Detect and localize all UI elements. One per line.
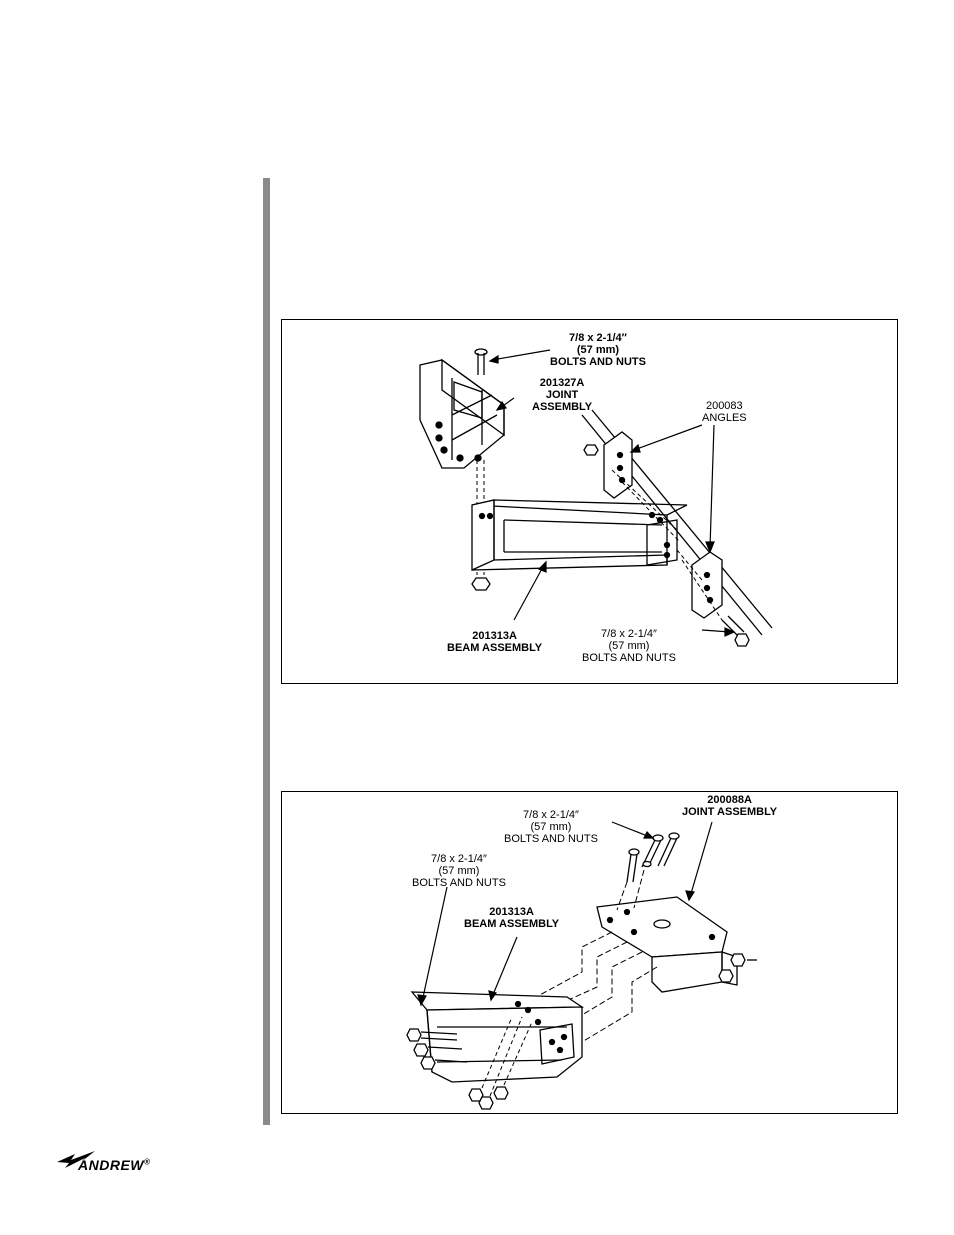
angles-label: 200083 ANGLES xyxy=(702,400,747,424)
nut-bottom-left xyxy=(472,578,490,590)
joint-assembly-drawing xyxy=(420,360,504,468)
change-bar xyxy=(263,178,270,1125)
bolts-top-drawing xyxy=(627,833,679,882)
bolts-top-label: 7/8 x 2-1/4″ (57 mm) BOLTS AND NUTS xyxy=(550,332,646,368)
bolts-left-label-2: 7/8 x 2-1/4″ (57 mm) BOLTS AND NUTS xyxy=(412,853,506,889)
bolts-bottom-label: 7/8 x 2-1/4″ (57 mm) BOLTS AND NUTS xyxy=(582,628,676,664)
andrew-logo-text: ANDREW® xyxy=(78,1157,150,1173)
beam-assembly-drawing-2 xyxy=(412,992,582,1082)
beam-assembly-label: 201313A BEAM ASSEMBLY xyxy=(447,630,542,654)
figure-joint-beam-plate: 200088A JOINT ASSEMBLY 7/8 x 2-1/4″ (57 … xyxy=(281,791,898,1114)
angle-lower xyxy=(692,552,722,618)
bolt-top xyxy=(475,349,487,375)
figure-joint-beam-angles: 7/8 x 2-1/4″ (57 mm) BOLTS AND NUTS 2013… xyxy=(281,319,898,684)
beam-assembly-label-2: 201313A BEAM ASSEMBLY xyxy=(464,906,559,930)
plate-joint-drawing xyxy=(597,897,737,992)
joint-assembly-label-2: 200088A JOINT ASSEMBLY xyxy=(682,794,777,818)
beam-assembly-drawing xyxy=(472,500,687,570)
bolts-top-label-2: 7/8 x 2-1/4″ (57 mm) BOLTS AND NUTS xyxy=(504,809,598,845)
joint-assembly-label: 201327A JOINT ASSEMBLY xyxy=(532,377,592,413)
